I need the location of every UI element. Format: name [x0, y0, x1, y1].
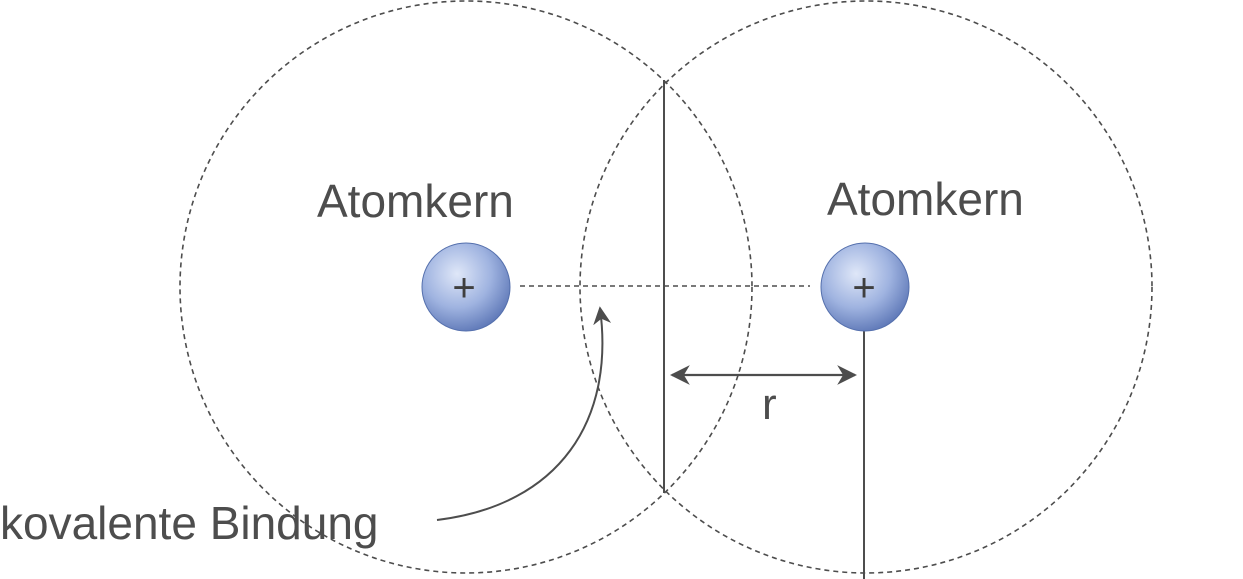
left-nucleus-charge: + [452, 266, 475, 310]
right-nucleus-charge: + [852, 266, 875, 310]
right-atom-label: Atomkern [827, 173, 1024, 225]
bond-label: kovalente Bindung [0, 497, 379, 549]
bond-pointer-arrow [436, 306, 612, 521]
distance-label: r [762, 380, 777, 429]
left-nucleus: + [421, 242, 511, 332]
left-electron-shell [179, 0, 753, 574]
left-atom-label: Atomkern [317, 175, 514, 227]
right-electron-shell [579, 0, 1153, 574]
right-nucleus: + [820, 242, 910, 332]
